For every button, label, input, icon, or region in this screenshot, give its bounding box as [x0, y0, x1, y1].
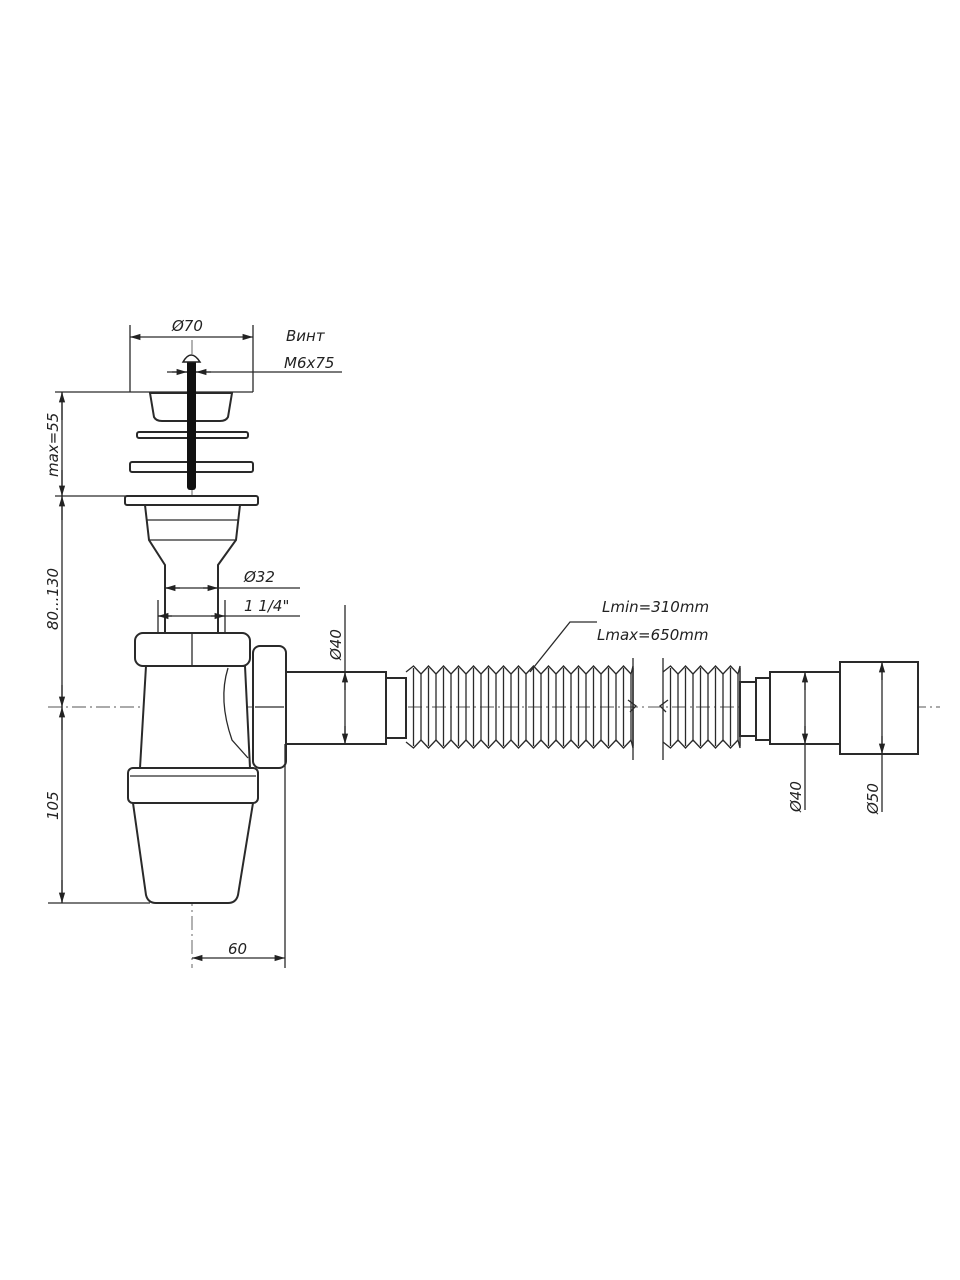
label-105: 105: [44, 791, 62, 820]
label-d70: Ø70: [171, 317, 203, 335]
label-d40-right: Ø40: [787, 781, 805, 813]
dimension-heights: [48, 392, 150, 904]
label-lmin: Lmin=310mm: [602, 598, 709, 616]
dimension-d70: [129, 325, 254, 392]
hose-outline: [662, 665, 741, 676]
dimension-60: [192, 744, 286, 968]
outlet-pipe: [285, 671, 387, 745]
label-d32: Ø32: [243, 568, 275, 586]
hose-outline: [405, 665, 634, 676]
label-lmax: Lmax=650mm: [597, 626, 708, 644]
break-lines: [627, 658, 669, 760]
bottle-cup: [131, 802, 255, 904]
label-screw-size: M6x75: [284, 354, 334, 372]
outlet-50-adapter: [839, 661, 919, 755]
hose-connector-right: [739, 681, 757, 737]
label-d40-left: Ø40: [327, 629, 345, 661]
label-d50: Ø50: [864, 783, 882, 815]
hose-outline: [405, 738, 634, 749]
label-screw: Винт: [286, 327, 326, 345]
siphon-body: [138, 665, 252, 769]
tailpiece: [143, 504, 242, 641]
label-60: 60: [228, 940, 247, 958]
hose-length-leader: [529, 621, 597, 673]
body-band: [127, 767, 259, 804]
label-80-130: 80...130: [44, 568, 62, 630]
hose-connector-left: [385, 677, 407, 739]
label-thread: 1 1/4": [244, 597, 289, 615]
bolt: [181, 354, 202, 490]
label-max55: max=55: [44, 413, 62, 477]
outlet-flange: [124, 495, 259, 506]
hose-outline: [662, 738, 741, 749]
